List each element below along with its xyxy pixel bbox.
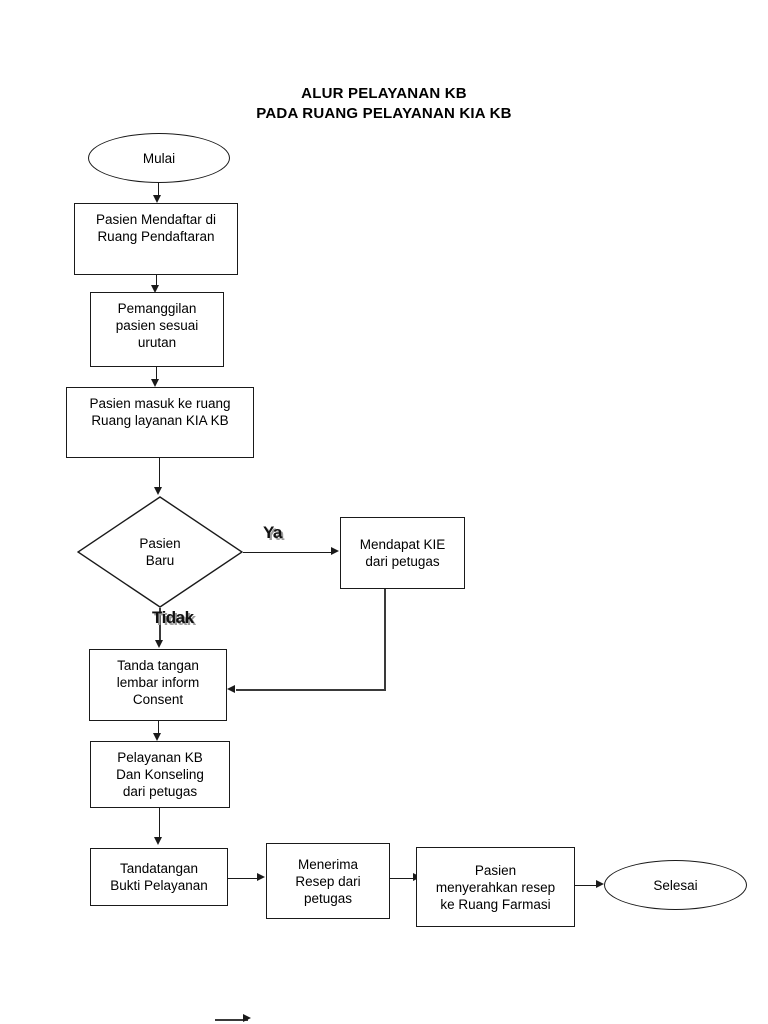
- node-kb-service[interactable]: Pelayanan KB Dan Konseling dari petugas: [90, 741, 230, 808]
- node-decision-new-patient[interactable]: Pasien Baru: [77, 496, 243, 608]
- node-register[interactable]: Pasien Mendaftar di Ruang Pendaftaran: [74, 203, 238, 275]
- arrow-service-to-sign: [154, 837, 162, 845]
- node-register-label: Pasien Mendaftar di Ruang Pendaftaran: [95, 212, 217, 244]
- node-decision-new-patient-label: Pasien Baru: [139, 536, 181, 568]
- diamond-shape: [77, 496, 243, 608]
- node-end[interactable]: Selesai: [604, 860, 747, 910]
- connector-enter-to-decision: [159, 458, 160, 488]
- node-receive-prescription-label: Menerima Resep dari petugas: [295, 856, 361, 906]
- arrow-call-to-enter: [151, 379, 159, 387]
- connector-kie-return-vertical: [384, 589, 386, 691]
- title-line-2: PADA RUANG PELAYANAN KIA KB: [256, 105, 512, 122]
- branch-label-yes: Ya: [263, 523, 282, 542]
- connector-cropped-bottom: [215, 1019, 248, 1021]
- arrow-kie-to-consent: [227, 685, 235, 693]
- arrow-pharmacy-to-end: [596, 880, 604, 888]
- node-enter-room[interactable]: Pasien masuk ke ruang Ruang layanan KIA …: [66, 387, 254, 458]
- connector-call-to-enter: [156, 367, 157, 380]
- connector-no-branch: [159, 608, 161, 642]
- node-get-kie-label: Mendapat KIE dari petugas: [359, 537, 446, 569]
- arrow-cropped-bottom: [243, 1014, 251, 1022]
- node-submit-pharmacy-label: Pasien menyerahkan resep ke Ruang Farmas…: [435, 862, 556, 912]
- connector-prescription-to-pharmacy: [390, 878, 414, 879]
- node-sign-proof-label: Tandatangan Bukti Pelayanan: [110, 861, 208, 893]
- arrow-enter-to-decision: [154, 487, 162, 495]
- node-call-patient-label: Pemanggilan pasien sesuai urutan: [115, 301, 199, 350]
- title-line-1: ALUR PELAYANAN KB: [301, 85, 467, 102]
- arrow-start-to-register: [153, 195, 161, 203]
- node-call-patient[interactable]: Pemanggilan pasien sesuai urutan: [90, 292, 224, 367]
- node-end-label: Selesai: [653, 877, 698, 893]
- connector-sign-to-prescription: [228, 878, 258, 879]
- node-informed-consent[interactable]: Tanda tangan lembar inform Consent: [89, 649, 227, 721]
- node-enter-room-label: Pasien masuk ke ruang Ruang layanan KIA …: [89, 396, 231, 428]
- connector-kie-return-horizontal: [236, 689, 385, 691]
- arrow-yes-to-kie: [331, 547, 339, 555]
- connector-consent-to-service: [158, 721, 159, 734]
- node-sign-proof[interactable]: Tandatangan Bukti Pelayanan: [90, 848, 228, 906]
- node-informed-consent-label: Tanda tangan lembar inform Consent: [116, 658, 200, 707]
- node-start-label: Mulai: [142, 150, 176, 166]
- arrow-register-to-call: [151, 285, 159, 293]
- arrow-sign-to-prescription: [257, 873, 265, 881]
- node-kb-service-label: Pelayanan KB Dan Konseling dari petugas: [116, 750, 204, 799]
- node-get-kie[interactable]: Mendapat KIE dari petugas: [340, 517, 465, 589]
- node-receive-prescription[interactable]: Menerima Resep dari petugas: [266, 843, 390, 919]
- connector-register-to-call: [156, 275, 157, 286]
- connector-service-to-sign: [159, 808, 160, 838]
- connector-pharmacy-to-end: [575, 885, 597, 886]
- connector-yes-branch: [243, 552, 332, 553]
- connector-start-to-register: [158, 183, 159, 196]
- node-submit-pharmacy[interactable]: Pasien menyerahkan resep ke Ruang Farmas…: [416, 847, 575, 927]
- branch-label-no: Tidak: [152, 608, 194, 627]
- node-start[interactable]: Mulai: [88, 133, 230, 183]
- arrow-consent-to-service: [153, 733, 161, 741]
- arrow-no-to-consent: [155, 640, 163, 648]
- diagram-title: ALUR PELAYANAN KB PADA RUANG PELAYANAN K…: [0, 84, 768, 124]
